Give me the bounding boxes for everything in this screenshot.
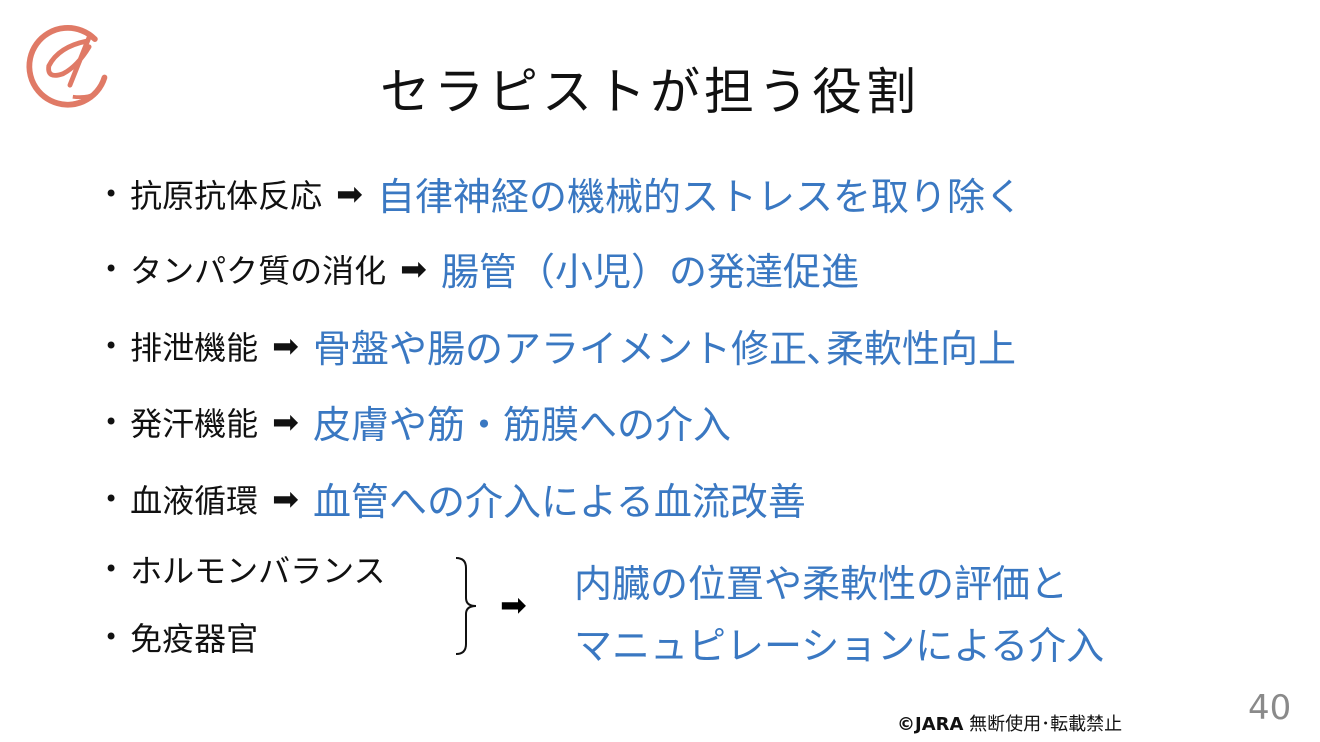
- list-item: • 免疫器官: [104, 614, 258, 660]
- copyright-brand: ©JARA: [897, 714, 964, 735]
- term: ホルモンバランス: [130, 552, 386, 590]
- term: 発汗機能: [130, 404, 259, 443]
- term: 血液循環: [130, 481, 259, 520]
- list-item: • 発汗機能 ➡ 皮膚や筋・筋膜への介入: [104, 394, 731, 449]
- slide-title: セラピストが担う役割: [380, 63, 920, 121]
- arrow-right-icon: ➡: [336, 174, 363, 213]
- group-description-line: 内臓の位置や柔軟性の評価と: [574, 562, 1069, 606]
- description: 腸管（小児）の発達促進: [440, 250, 859, 294]
- bullet: •: [104, 623, 119, 651]
- description: 血管への介入による血流改善: [312, 480, 806, 524]
- list-item: • タンパク質の消化 ➡ 腸管（小児）の発達促進: [104, 241, 859, 296]
- group-description-line: マニュピレーションによる介入: [574, 624, 1105, 668]
- list-item: • ホルモンバランス: [104, 546, 386, 592]
- list-item: • 血液循環 ➡ 血管への介入による血流改善: [104, 471, 806, 526]
- list-item: • 抗原抗体反応 ➡ 自律神経の機械的ストレスを取り除く: [104, 166, 1023, 221]
- copyright-text: 無断使用･転載禁止: [969, 714, 1123, 735]
- arrow-right-icon: ➡: [500, 586, 527, 624]
- jara-logo: [26, 25, 108, 108]
- page-number: 40: [1248, 688, 1292, 728]
- term: 免疫器官: [130, 620, 259, 658]
- term: 排泄機能: [130, 328, 259, 367]
- description: 骨盤や腸のアライメント修正､柔軟性向上: [312, 327, 1016, 371]
- description: 皮膚や筋・筋膜への介入: [312, 403, 731, 447]
- right-brace-icon: [455, 557, 477, 655]
- arrow-right-icon: ➡: [272, 326, 299, 365]
- list-item: • 排泄機能 ➡ 骨盤や腸のアライメント修正､柔軟性向上: [104, 318, 1016, 373]
- bullet: •: [104, 484, 119, 513]
- bullet: •: [104, 407, 119, 436]
- term: 抗原抗体反応: [130, 176, 323, 215]
- term: タンパク質の消化: [130, 251, 387, 290]
- arrow-right-icon: ➡: [400, 249, 427, 288]
- arrow-right-icon: ➡: [272, 479, 299, 518]
- bullet: •: [104, 555, 119, 583]
- arrow-right-icon: ➡: [272, 402, 299, 441]
- bullet: •: [104, 254, 119, 283]
- description: 自律神経の機械的ストレスを取り除く: [376, 175, 1023, 219]
- copyright-notice: ©JARA 無断使用･転載禁止: [897, 710, 1122, 736]
- bullet: •: [104, 179, 119, 208]
- bullet: •: [104, 331, 119, 360]
